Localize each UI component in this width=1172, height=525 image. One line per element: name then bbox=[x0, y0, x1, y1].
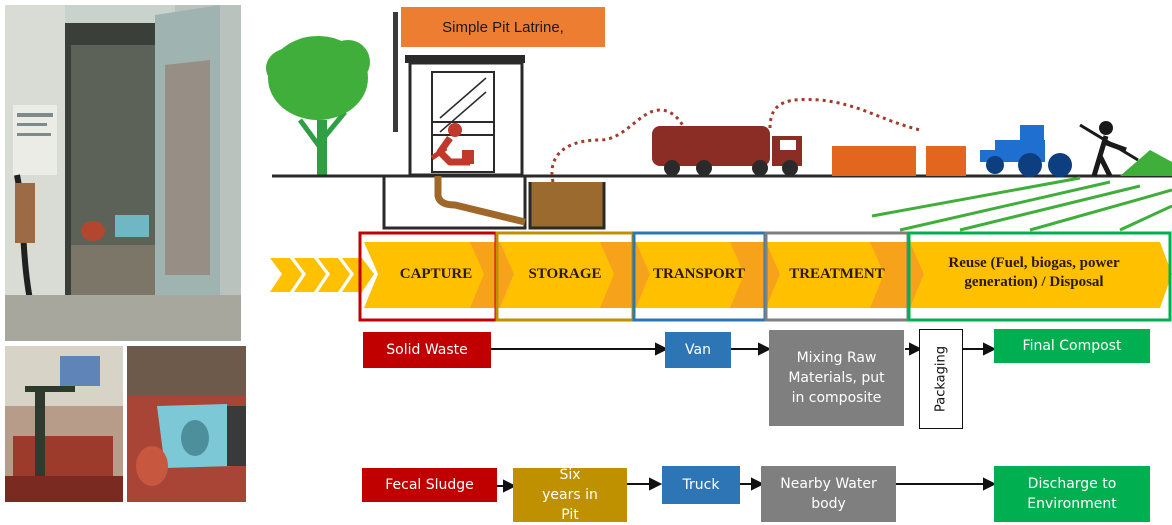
farmer-icon bbox=[1079, 121, 1172, 178]
compost-block-large bbox=[832, 146, 916, 176]
final-compost-box: Final Compost bbox=[994, 329, 1150, 363]
field-lines bbox=[871, 176, 1172, 232]
hand-pump-photo bbox=[5, 346, 123, 502]
solid-waste-box: Solid Waste bbox=[363, 332, 491, 368]
stage-capture: CAPTURE bbox=[399, 265, 473, 282]
nearby-water-body-box: Nearby Water body bbox=[761, 466, 896, 522]
stage-reuse-disposal: Reuse (Fuel, biogas, power generation) /… bbox=[948, 255, 1120, 290]
chevron-band bbox=[270, 242, 1172, 308]
solid-flow-arrows bbox=[491, 342, 997, 356]
squatting-person-icon bbox=[430, 123, 474, 166]
squat-pan-photo bbox=[127, 346, 246, 502]
mixing-raw-materials-box: Mixing Raw Materials, put in composite bbox=[769, 330, 904, 426]
six-years-in-pit-box: Six years in Pit bbox=[513, 467, 627, 523]
pit-icon bbox=[382, 176, 606, 230]
stage-treatment: TREATMENT bbox=[789, 265, 885, 282]
discharge-to-environment-box: Discharge to Environment bbox=[994, 466, 1150, 522]
reuse-frame bbox=[907, 231, 1172, 322]
latrine-door-photo bbox=[5, 5, 241, 341]
tanker-truck-icon bbox=[652, 126, 802, 176]
fecal-sludge-box: Fecal Sludge bbox=[362, 468, 497, 502]
packaging-label: Packaging bbox=[933, 346, 949, 412]
sludge-flow-arrows bbox=[497, 477, 997, 493]
stage-storage: STORAGE bbox=[528, 265, 602, 282]
tractor-icon bbox=[980, 125, 1072, 177]
van-box: Van bbox=[665, 332, 731, 368]
stage-transport: TRANSPORT bbox=[653, 265, 745, 282]
discharge-hose bbox=[768, 98, 921, 132]
compost-block-small bbox=[926, 146, 966, 176]
vent-pipe bbox=[393, 12, 398, 132]
diagram-title: Simple Pit Latrine, bbox=[401, 7, 605, 47]
truck-box: Truck bbox=[662, 466, 740, 504]
tree-icon bbox=[266, 36, 370, 176]
packaging-box: Packaging bbox=[919, 329, 963, 429]
